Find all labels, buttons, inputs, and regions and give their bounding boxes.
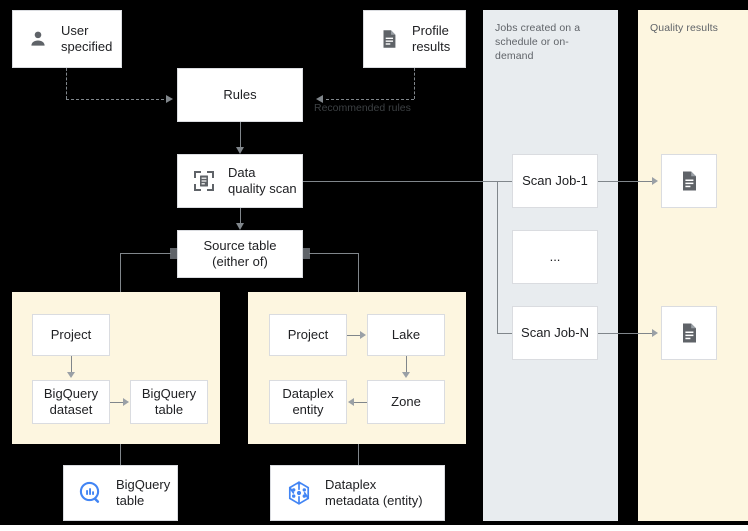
connector-jobs-rail [497, 181, 498, 333]
node-scan-job-n[interactable]: Scan Job-N [512, 306, 598, 360]
node-data-quality-scan-label: Data quality scan [228, 165, 297, 196]
arrowhead-rules-to-scan [235, 147, 244, 154]
connector-profile-to-rules [326, 99, 414, 100]
connector-jobn-to-resultn [598, 333, 652, 334]
panel-quality-results-label: Quality results [650, 22, 719, 34]
node-bigquery-table[interactable]: BigQuery table [130, 380, 208, 424]
connector-rail-to-jobn [497, 333, 512, 334]
node-bigquery-table-logo-label: BigQuery table [116, 477, 171, 508]
connector-rail-to-job1 [497, 181, 512, 182]
connector-user-down [66, 68, 67, 99]
arrowhead-project-to-bqdataset [67, 372, 75, 378]
node-scan-job-ellipsis: ... [512, 230, 598, 284]
edge-label-recommended-rules: Recommended rules [314, 102, 411, 114]
panel-jobs-label: Jobs created on a schedule or on-demand [495, 22, 581, 62]
connector-source-stub-left [170, 248, 177, 259]
arrowhead-job1-to-result1 [652, 177, 658, 185]
arrowhead-profile-to-rules [316, 94, 323, 103]
node-user-specified-label: User specified [61, 23, 113, 54]
arrowhead-jobn-to-resultn [652, 329, 658, 337]
node-lake[interactable]: Lake [367, 314, 445, 356]
arrowhead-projectdp-to-lake [360, 331, 366, 339]
node-profile-results-label: Profile results [412, 23, 451, 54]
connector-source-left-h [120, 253, 171, 254]
node-zone-label: Zone [391, 394, 421, 409]
node-scan-job-ellipsis-label: ... [549, 249, 561, 264]
node-rules[interactable]: Rules [177, 68, 303, 122]
node-quality-result-1[interactable] [661, 154, 717, 208]
panel-quality-results: Quality results [638, 10, 748, 521]
connector-source-right-h [309, 253, 359, 254]
node-scan-job-n-label: Scan Job-N [521, 325, 589, 340]
arrowhead-zone-to-dpentity [348, 398, 354, 406]
node-project-dataplex-label: Project [287, 327, 329, 342]
node-scan-job-1[interactable]: Scan Job-1 [512, 154, 598, 208]
connector-scan-to-jobs [303, 181, 497, 182]
node-dataplex-metadata-logo[interactable]: Dataplex metadata (entity) [270, 465, 445, 521]
node-project-dataplex[interactable]: Project [269, 314, 347, 356]
scan-document-icon [192, 169, 216, 193]
node-quality-result-n[interactable] [661, 306, 717, 360]
connector-user-to-rules [66, 99, 164, 100]
arrowhead-user-to-rules [166, 94, 173, 103]
node-user-specified[interactable]: User specified [12, 10, 122, 68]
node-project-bigquery[interactable]: Project [32, 314, 110, 356]
node-source-table-label: Source table (either of) [203, 238, 277, 269]
person-icon [27, 28, 49, 50]
node-bigquery-dataset[interactable]: BigQuery dataset [32, 380, 110, 424]
connector-bqdataset-to-bqtable [110, 402, 123, 403]
arrowhead-scan-to-source [235, 223, 244, 230]
node-dataplex-metadata-logo-label: Dataplex metadata (entity) [325, 477, 423, 508]
connector-lake-to-zone [406, 356, 407, 372]
document-icon [677, 321, 701, 345]
node-data-quality-scan[interactable]: Data quality scan [177, 154, 303, 208]
node-profile-results[interactable]: Profile results [363, 10, 466, 68]
connector-source-left-v [120, 253, 121, 292]
connector-scan-to-source [240, 208, 241, 223]
document-icon [378, 28, 400, 50]
node-project-bigquery-label: Project [50, 327, 92, 342]
connector-job1-to-result1 [598, 181, 652, 182]
connector-source-right-v [358, 253, 359, 292]
connector-dppanel-to-logo [358, 444, 359, 465]
arrowhead-lake-to-zone [402, 372, 410, 378]
connector-projectdp-to-lake [347, 335, 360, 336]
node-bigquery-table-label: BigQuery table [141, 386, 197, 417]
node-source-table[interactable]: Source table (either of) [177, 230, 303, 278]
node-zone[interactable]: Zone [367, 380, 445, 424]
node-dataplex-entity[interactable]: Dataplex entity [269, 380, 347, 424]
node-bigquery-table-logo[interactable]: BigQuery table [63, 465, 178, 521]
node-rules-label: Rules [223, 87, 257, 102]
connector-project-to-bqdataset [71, 356, 72, 372]
node-bigquery-dataset-label: BigQuery dataset [43, 386, 99, 417]
document-icon [677, 169, 701, 193]
bottom-white-strip [0, 525, 748, 531]
connector-bqpanel-to-logo [120, 444, 121, 465]
node-scan-job-1-label: Scan Job-1 [522, 173, 588, 188]
node-lake-label: Lake [391, 327, 421, 342]
connector-profile-down [414, 68, 415, 99]
connector-rules-to-scan [240, 122, 241, 147]
connector-source-stub-right [303, 248, 310, 259]
arrowhead-bqdataset-to-bqtable [123, 398, 129, 406]
bigquery-logo-icon [78, 480, 104, 506]
dataplex-logo-icon [285, 479, 313, 507]
connector-zone-to-dpentity [354, 402, 367, 403]
node-dataplex-entity-label: Dataplex entity [282, 386, 334, 417]
